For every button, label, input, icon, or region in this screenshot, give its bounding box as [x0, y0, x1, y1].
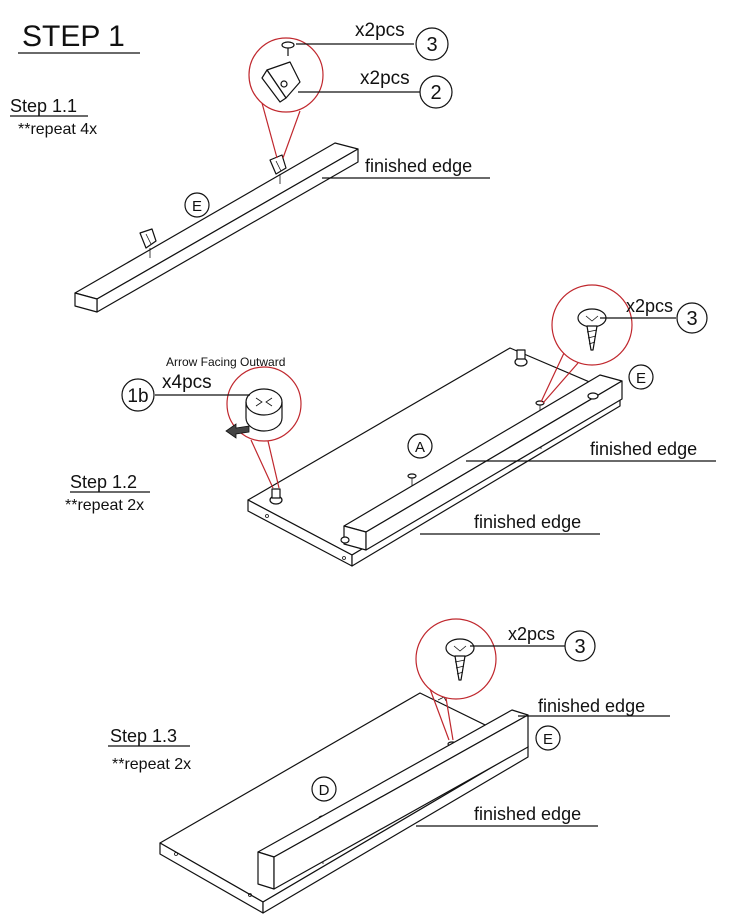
- screw-qty-1: x2pcs: [355, 20, 405, 41]
- detail-circle-screw-step2: [540, 284, 633, 404]
- panel-e-label-1: E: [192, 198, 202, 215]
- step-title: STEP 1: [22, 20, 125, 53]
- part-callout-2: [419, 75, 453, 109]
- screw-qty-2: x2pcs: [626, 296, 673, 316]
- detail-circle-screw-step3: [415, 618, 497, 741]
- panel-d: [159, 692, 529, 914]
- cam-id: 1b: [127, 386, 148, 407]
- finished-edge-label-1: finished edge: [365, 156, 472, 176]
- detail-circle-cam-step2: [225, 366, 302, 489]
- screw-qty-3: x2pcs: [508, 624, 555, 644]
- detail-circle-step1: [248, 37, 324, 159]
- step-1-2: Step 1.2 **repeat 2x: [65, 284, 716, 567]
- panel-e-label-3: E: [543, 731, 553, 748]
- screw-id-3: 3: [574, 636, 585, 658]
- step-1-1-note: **repeat 4x: [18, 121, 97, 138]
- cam-qty: x4pcs: [162, 372, 212, 393]
- panel-a: [247, 347, 621, 567]
- bracket-on-board-1: [139, 228, 157, 258]
- finished-edge-label-5: finished edge: [474, 804, 581, 824]
- step-1-1: Step 1.1 **repeat 4x E finished edge: [10, 20, 490, 313]
- panel-a-label: A: [415, 439, 425, 456]
- bracket-on-board-2: [269, 154, 287, 184]
- step-1-2-label: Step 1.2: [70, 472, 137, 492]
- part-callout-3-b: [676, 302, 708, 334]
- step-1-1-label: Step 1.1: [10, 96, 77, 116]
- step-1-3: Step 1.3 **repeat 2x D: [108, 618, 670, 914]
- step-1-2-note: **repeat 2x: [65, 497, 144, 514]
- finished-edge-label-4: finished edge: [538, 696, 645, 716]
- board-e-step3: [257, 709, 529, 890]
- screw-id-2: 3: [686, 308, 697, 330]
- cam-note: Arrow Facing Outward: [166, 355, 285, 369]
- part-callout-1b: [121, 378, 155, 412]
- bracket-qty: x2pcs: [360, 68, 410, 89]
- arrow-icon: [225, 423, 250, 439]
- step-1-3-note: **repeat 2x: [112, 756, 191, 773]
- part-callout-3-a: [415, 27, 449, 61]
- board-e-step2: [343, 374, 623, 551]
- panel-e-label-2: E: [636, 370, 646, 387]
- panel-d-label: D: [319, 782, 330, 799]
- bracket-id: 2: [430, 82, 441, 104]
- board-e-step1: [74, 142, 359, 313]
- screw-id-1: 3: [426, 34, 437, 56]
- finished-edge-label-2: finished edge: [590, 439, 697, 459]
- step-1-3-label: Step 1.3: [110, 726, 177, 746]
- part-callout-3-c: [564, 630, 596, 662]
- finished-edge-label-3: finished edge: [474, 512, 581, 532]
